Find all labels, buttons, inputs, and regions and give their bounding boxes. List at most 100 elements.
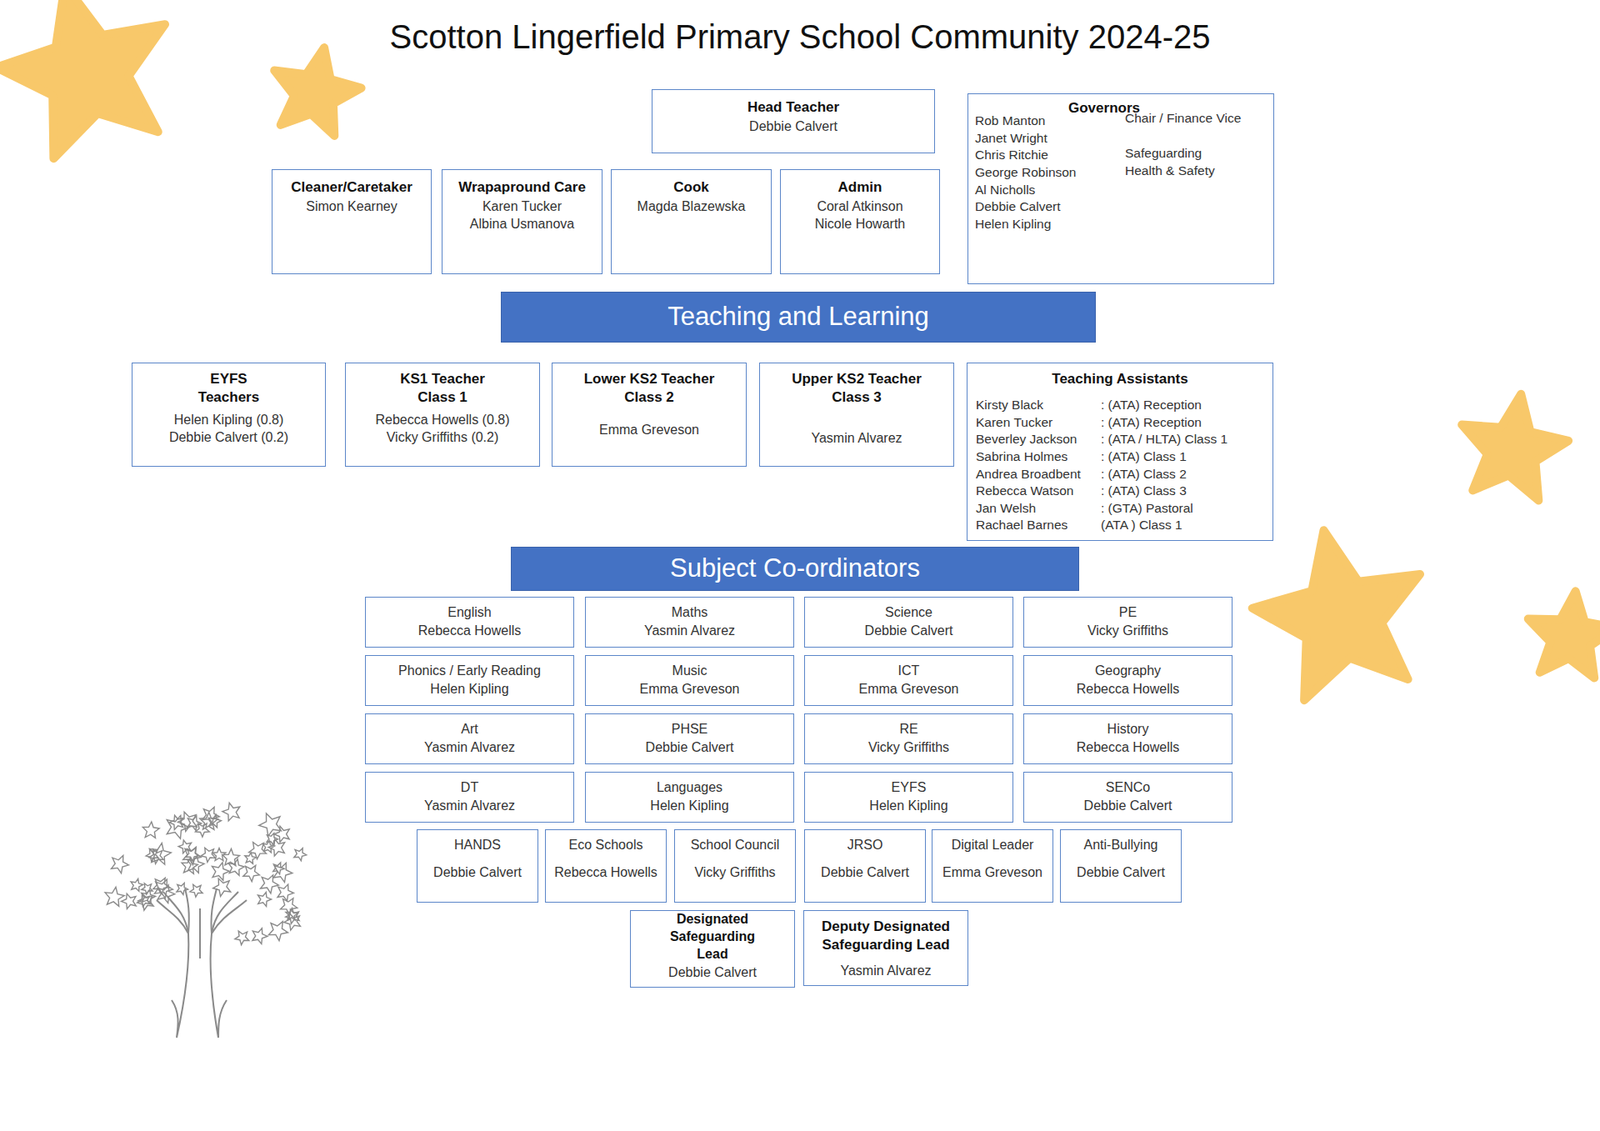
org-box: KS1 Teacher Class 1Rebecca Howells (0.8)… [345, 362, 540, 467]
box-text: Simon Kearney [272, 198, 431, 216]
box-heading: DT [365, 778, 574, 797]
box-heading: KS1 Teacher Class 1 [396, 370, 489, 407]
tree-star [195, 823, 210, 837]
star-decorations [0, 0, 1600, 700]
box-heading: HANDS [420, 836, 535, 855]
org-box: Digital LeaderEmma Greveson [931, 829, 1054, 903]
org-box: REVicky Griffiths [804, 713, 1014, 765]
tree-star [273, 862, 293, 882]
tree-star [166, 815, 190, 839]
tree-illustration [105, 802, 307, 1038]
org-box: Lower KS2 Teacher Class 2Emma Greveson [551, 362, 747, 467]
org-box: DTYasmin Alvarez [365, 771, 575, 823]
tree-star [176, 883, 189, 895]
star [1252, 530, 1420, 700]
box-heading: EYFS [805, 778, 1013, 797]
box-heading: Geography [1024, 661, 1232, 680]
box-text: Nicole Howarth [780, 215, 940, 234]
box-text: Debbie Calvert [420, 864, 535, 882]
box-text: Vicky Griffiths [678, 864, 792, 882]
box-text: Helen Kipling [805, 796, 1013, 815]
box-heading: Teaching Assistants [975, 370, 1265, 389]
box-text: Chair / Finance Vice [1125, 110, 1267, 128]
tree-star [285, 908, 299, 920]
box-text: Emma Greveson [585, 680, 794, 699]
box-heading: Maths [585, 603, 794, 622]
box-heading: School Council [678, 836, 792, 855]
org-box: LanguagesHelen Kipling [585, 771, 795, 823]
box-text: Rob Manton [975, 112, 1125, 130]
section-band: Subject Co-ordinators [510, 546, 1080, 591]
box-heading: History [1024, 720, 1232, 739]
tree-star [252, 928, 268, 945]
org-box: HistoryRebecca Howells [1023, 713, 1233, 765]
tree-star [202, 806, 220, 825]
org-box: CookMagda Blazewska [610, 169, 772, 275]
org-box: Designated Safeguarding LeadDebbie Calve… [630, 910, 795, 988]
tree-star [273, 862, 285, 875]
box-heading: Wrapapround Care [442, 178, 602, 197]
box-heading: Digital Leader [935, 836, 1050, 855]
box-text: Debbie Calvert [1064, 864, 1178, 882]
box-text: Rebecca Howells [1024, 738, 1232, 757]
tree-star [277, 884, 294, 901]
box-heading: Upper KS2 Teacher Class 3 [785, 370, 928, 407]
tree-star [274, 825, 290, 842]
box-text: Rebecca Howells [549, 864, 663, 882]
box-text: Helen Kipling [365, 680, 574, 699]
box-heading: Lower KS2 Teacher Class 2 [578, 370, 720, 407]
tree-star [284, 913, 301, 930]
box-text: Helen Kipling [585, 796, 794, 815]
box-heading: Art [365, 720, 574, 739]
box-text: Debbie Calvert [1024, 796, 1232, 815]
tree-star [200, 812, 219, 830]
box-text: Al Nicholls [975, 181, 1125, 200]
tree-star [181, 857, 198, 874]
box-text: Helen Kipling (0.8) [132, 411, 325, 430]
box-heading: English [365, 603, 574, 622]
org-box: Anti-BullyingDebbie Calvert [1060, 829, 1182, 903]
org-box: Wrapapround CareKaren TuckerAlbina Usman… [441, 169, 603, 275]
tree-star [105, 886, 125, 906]
box-text: Vicky Griffiths [1024, 621, 1232, 640]
box-heading: Cleaner/Caretaker [272, 178, 431, 197]
tree-star [212, 862, 230, 881]
org-box: PHSEDebbie Calvert [585, 713, 795, 765]
org-box: ScienceDebbie Calvert [804, 596, 1014, 648]
box-text: : (ATA) Class 2 [1100, 465, 1265, 484]
org-box: Cleaner/CaretakerSimon Kearney [271, 169, 432, 275]
box-heading: ICT [805, 661, 1013, 680]
box-text: Emma Greveson [805, 680, 1013, 699]
box-heading: Anti-Bullying [1064, 836, 1178, 855]
box-text: Vicky Griffiths [805, 738, 1013, 757]
tree-star [142, 821, 160, 838]
tree-star [213, 878, 231, 896]
box-text: (ATA ) Class 1 [1100, 516, 1265, 535]
box-text: Vicky Griffiths (0.2) [345, 429, 540, 447]
star [1528, 590, 1600, 678]
org-box: AdminCoral AtkinsonNicole Howarth [780, 169, 940, 275]
org-box: MusicEmma Greveson [585, 655, 795, 706]
box-text: Rebecca Watson [975, 482, 1101, 500]
box-text: Karen Tucker [442, 198, 602, 216]
org-box: JRSODebbie Calvert [804, 829, 926, 903]
box-text: Yasmin Alvarez [365, 738, 574, 757]
org-box: Head TeacherDebbie Calvert [651, 89, 935, 154]
box-heading: SENCo [1024, 778, 1232, 797]
box-text: Chris Ritchie [975, 146, 1125, 165]
tree-star [212, 848, 226, 861]
tree-star [235, 930, 250, 945]
star [0, 0, 165, 159]
star [274, 47, 361, 136]
box-text: : (ATA) Class 1 [1100, 448, 1265, 466]
box-heading: Teaching and Learning [667, 300, 930, 334]
tree-star [190, 884, 203, 897]
box-text: George Robinson [975, 164, 1125, 182]
org-box: School CouncilVicky Griffiths [674, 829, 796, 903]
tree-star [150, 843, 172, 865]
box-text: : (ATA) Reception [1100, 414, 1265, 432]
box-heading: Phonics / Early Reading [365, 661, 574, 680]
box-text: Yasmin Alvarez [365, 796, 574, 815]
org-box: ICTEmma Greveson [804, 655, 1014, 706]
box-text: Debbie Calvert (0.2) [132, 429, 325, 447]
